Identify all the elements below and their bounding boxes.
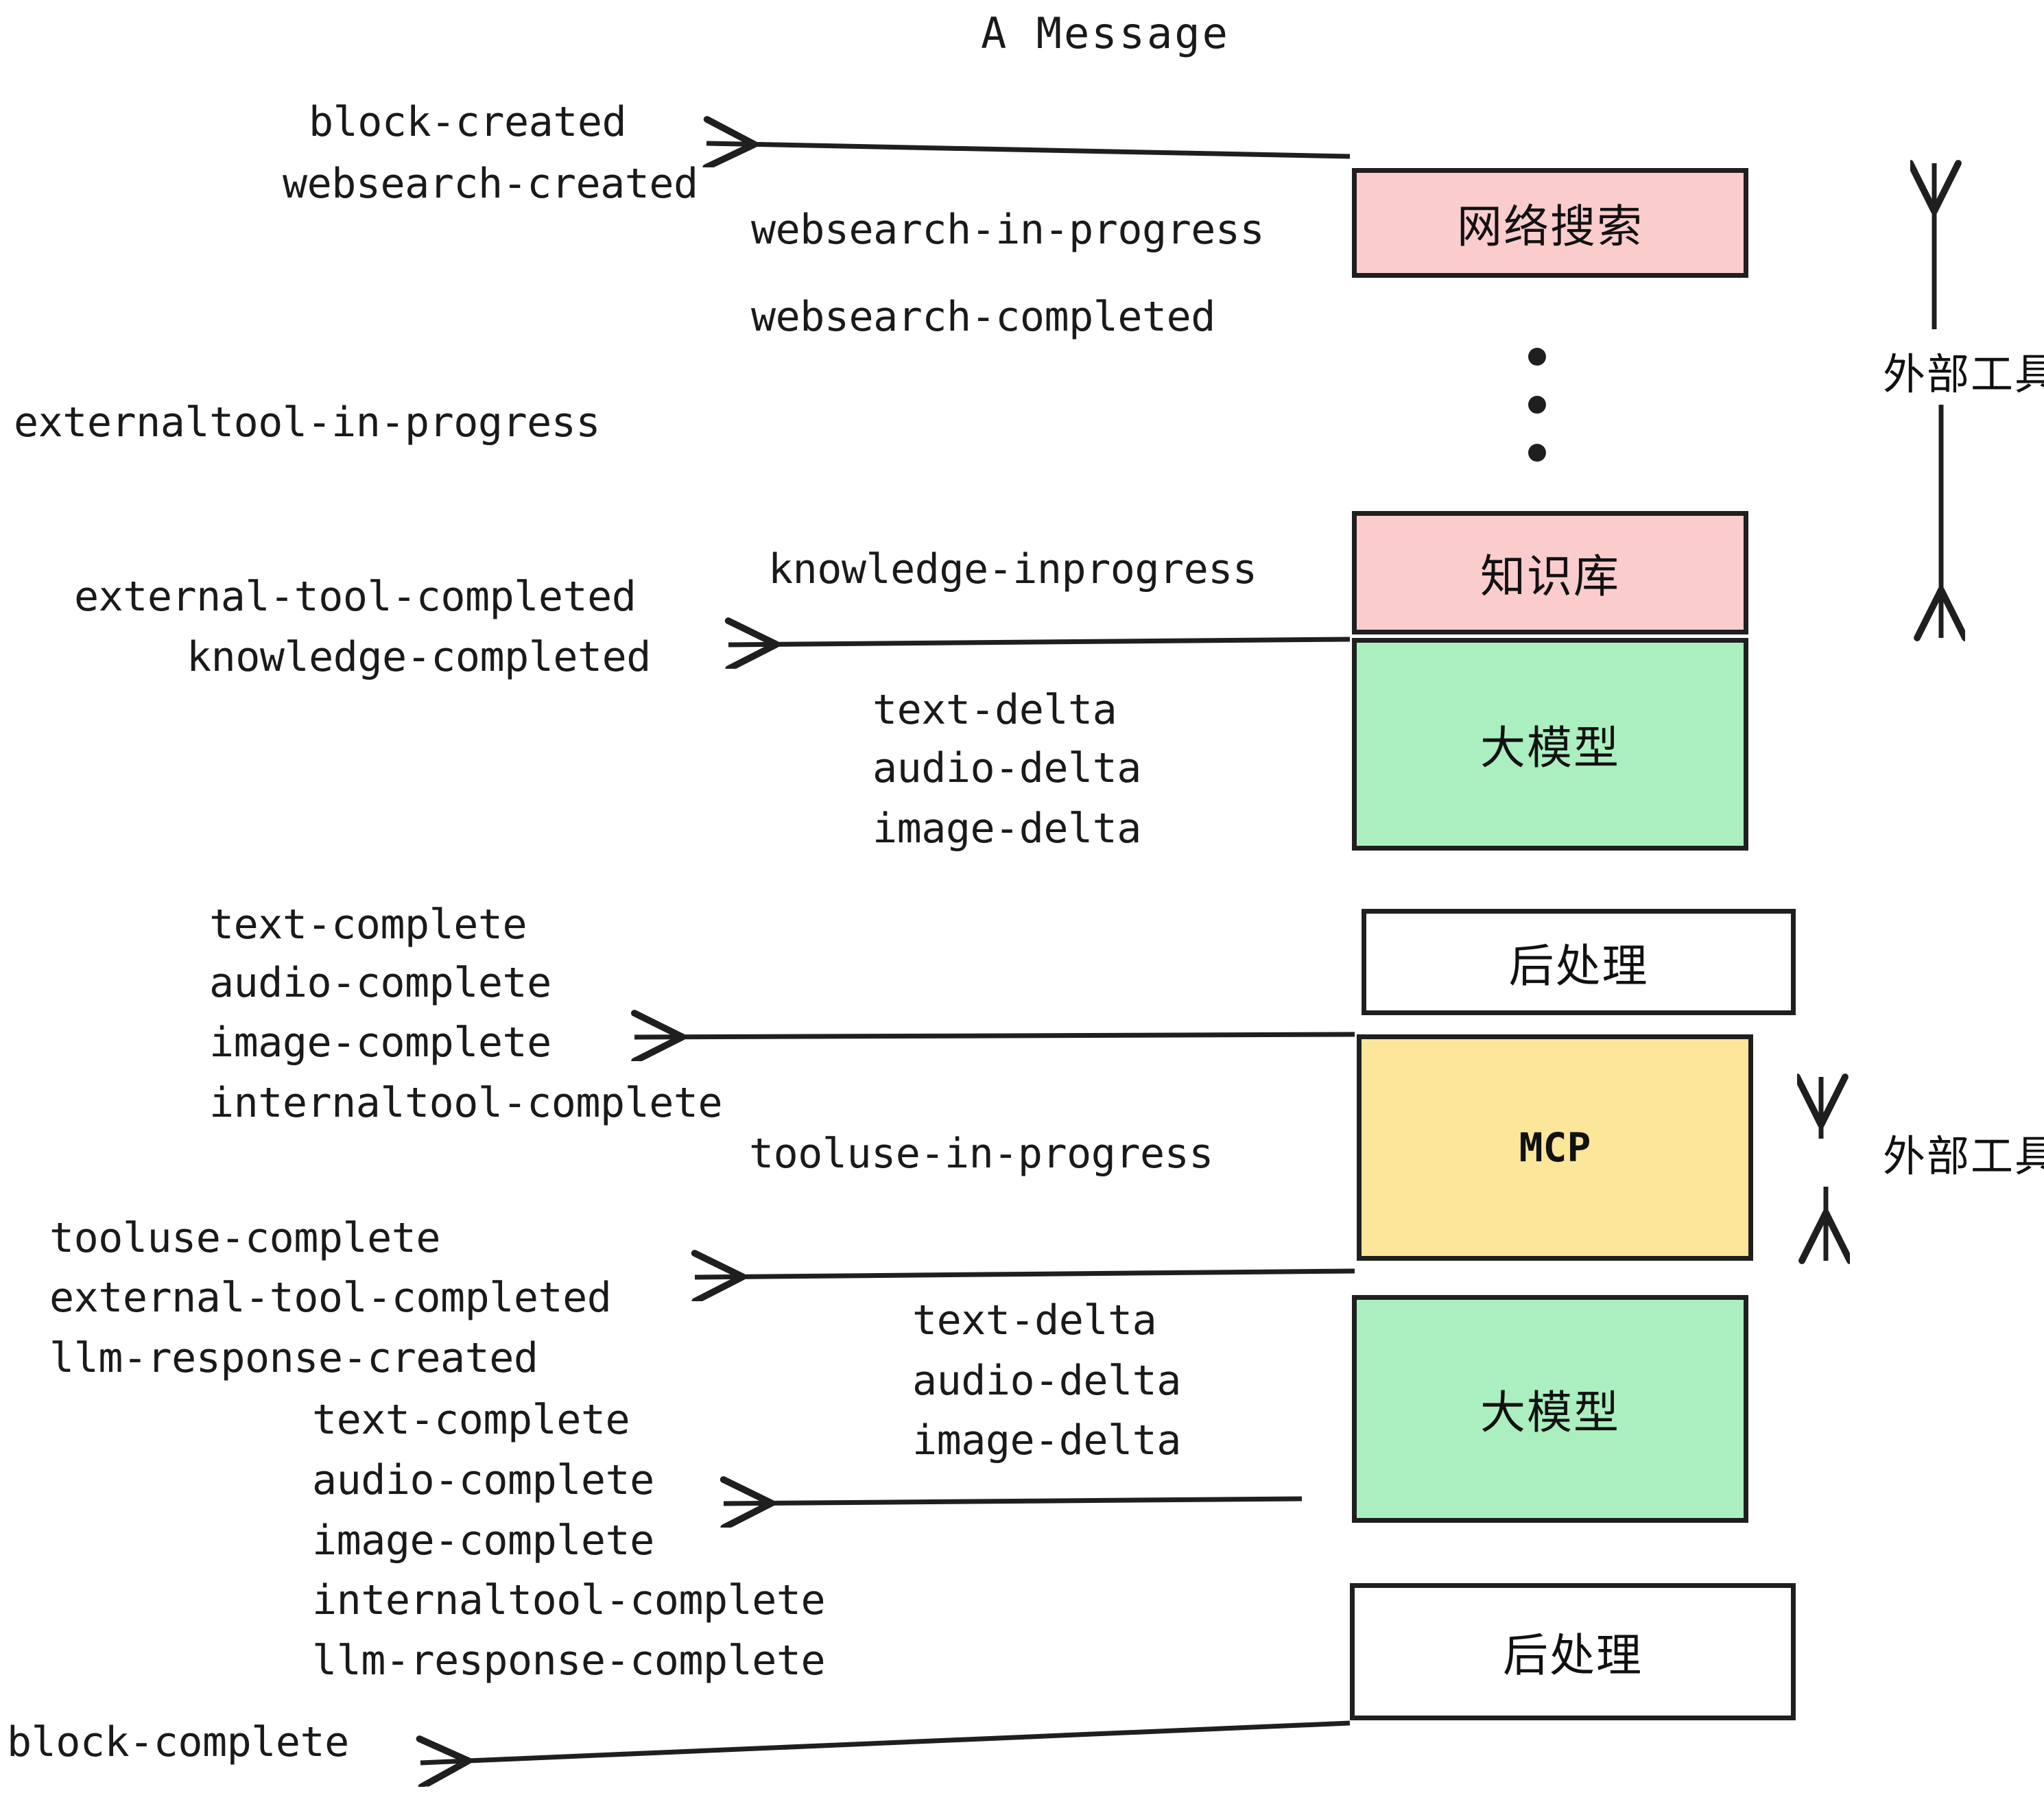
event-externaltool-in-progress: externaltool-in-progress (14, 399, 600, 447)
event-image-complete-2: image-complete (312, 1517, 654, 1565)
event-text-delta-1: text-delta (872, 686, 1117, 734)
node-postprocess-2: 后处理 (1350, 1583, 1796, 1720)
page-title: A Message (981, 8, 1230, 58)
node-postprocess-1-label: 后处理 (1508, 939, 1649, 993)
event-audio-complete-2: audio-complete (312, 1456, 654, 1504)
event-tooluse-complete: tooluse-complete (49, 1214, 440, 1262)
arrow-postprocess2-to-block-complete (420, 1720, 1351, 1763)
node-llm-2: 大模型 (1352, 1295, 1748, 1523)
node-postprocess-1: 后处理 (1362, 909, 1796, 1015)
event-tooluse-in-progress: tooluse-in-progress (749, 1130, 1213, 1178)
node-knowledge-label: 知识库 (1480, 550, 1620, 603)
node-llm-1-label: 大模型 (1480, 722, 1620, 774)
node-postprocess-2-label: 后处理 (1503, 1629, 1643, 1682)
node-llm-2-label: 大模型 (1480, 1386, 1620, 1439)
event-audio-delta-2: audio-delta (912, 1357, 1181, 1405)
event-llm-response-created: llm-response-created (49, 1334, 538, 1382)
node-websearch: 网络搜索 (1352, 168, 1748, 278)
arrow-websearch-to-block-created (706, 143, 1351, 156)
event-external-tool-completed-2: external-tool-completed (49, 1274, 612, 1322)
event-image-complete-1: image-complete (209, 1019, 551, 1067)
event-websearch-in-progress: websearch-in-progress (751, 206, 1265, 254)
event-knowledge-completed: knowledge-completed (187, 633, 651, 681)
event-knowledge-inprogress: knowledge-inprogress (768, 545, 1257, 593)
event-text-complete-1: text-complete (209, 901, 527, 949)
ellipsis-dot-2 (1528, 396, 1546, 414)
node-llm-1: 大模型 (1352, 638, 1748, 851)
event-text-complete-2: text-complete (312, 1396, 630, 1444)
event-websearch-created: websearch-created (283, 160, 698, 208)
node-mcp: MCP (1357, 1034, 1753, 1261)
event-audio-complete-1: audio-complete (209, 959, 551, 1007)
event-block-complete: block-complete (7, 1718, 349, 1766)
node-knowledge: 知识库 (1352, 511, 1748, 634)
node-mcp-label: MCP (1519, 1124, 1591, 1171)
arrow-llm2-to-audio-complete (724, 1499, 1303, 1504)
arrow-knowledge-to-knowledge-completed (728, 639, 1351, 645)
ellipsis-dot-1 (1528, 348, 1546, 366)
event-block-created: block-created (309, 98, 627, 146)
arrow-llm1-to-image-complete (634, 1034, 1355, 1037)
node-websearch-label: 网络搜索 (1457, 200, 1643, 253)
event-websearch-completed: websearch-completed (751, 293, 1215, 341)
event-audio-delta-1: audio-delta (872, 744, 1141, 792)
event-external-tool-completed-1: external-tool-completed (74, 573, 637, 621)
event-llm-response-complete: llm-response-complete (312, 1637, 826, 1685)
event-image-delta-1: image-delta (872, 805, 1141, 853)
event-internaltool-complete-1: internaltool-complete (209, 1079, 723, 1127)
event-internaltool-complete-2: internaltool-complete (312, 1576, 826, 1624)
arrow-mcp-to-tooluse-complete (695, 1271, 1355, 1277)
event-text-delta-2: text-delta (912, 1296, 1157, 1344)
annotation-external-tool-bottom: 外部工具 (1883, 1131, 2044, 1181)
event-image-delta-2: image-delta (912, 1416, 1181, 1464)
annotation-external-tool-top: 外部工具 (1883, 349, 2044, 399)
ellipsis-dot-3 (1528, 444, 1546, 462)
